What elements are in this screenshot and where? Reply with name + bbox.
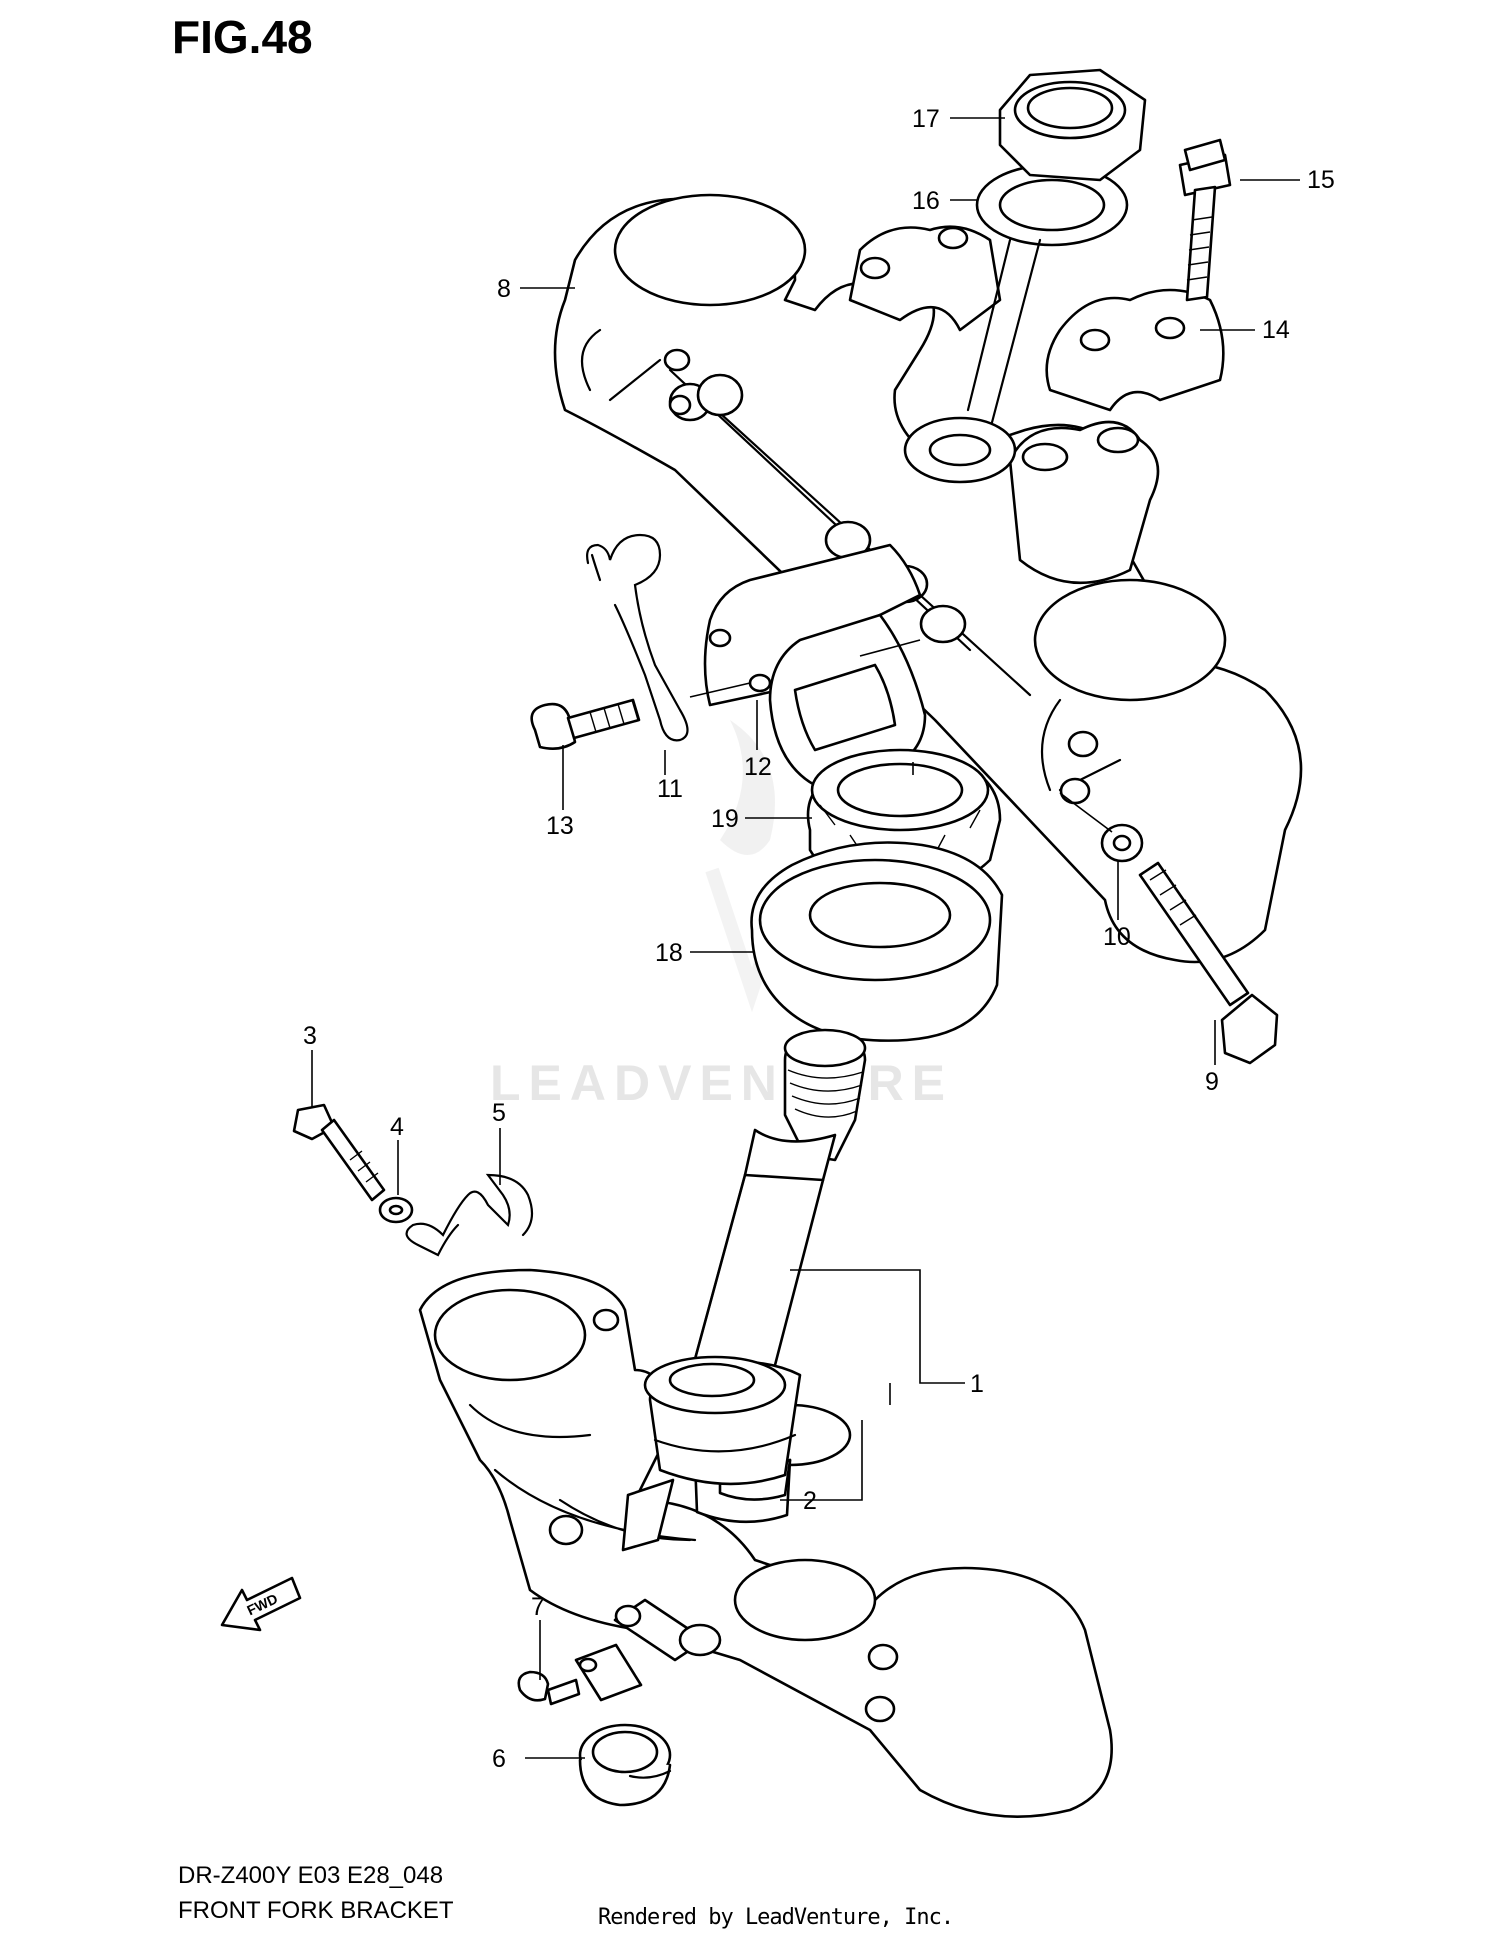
callout-3: 3	[303, 1022, 317, 1050]
cable-guide	[578, 1723, 672, 1807]
washer-4	[378, 1196, 414, 1224]
callout-17: 17	[912, 105, 940, 133]
callout-1: 1	[970, 1370, 984, 1398]
handlebar-holder-upper	[1045, 288, 1225, 412]
callout-4: 4	[390, 1113, 404, 1141]
model-code: DR-Z400Y E03 E28_048	[178, 1862, 444, 1889]
callout-12: 12	[744, 753, 772, 781]
callout-6: 6	[492, 1745, 506, 1773]
callout-16: 16	[912, 187, 940, 215]
callout-13: 13	[546, 812, 574, 840]
callout-9: 9	[1205, 1068, 1219, 1096]
forward-arrow-icon: FWD	[220, 1576, 302, 1632]
leader-lines	[311, 117, 1300, 1759]
callout-10: 10	[1103, 923, 1131, 951]
washer-16	[903, 163, 1129, 484]
wire-clip-5	[405, 1173, 534, 1257]
clamp-bolt-3	[292, 1103, 386, 1202]
diagram-description: FRONT FORK BRACKET	[178, 1897, 454, 1924]
callout-2: 2	[803, 1487, 817, 1515]
lock-clip	[586, 533, 689, 742]
steering-lock-bracket	[703, 543, 927, 792]
lock-bolt	[530, 698, 641, 750]
washer-10	[1100, 823, 1144, 863]
stem-bearing	[643, 1355, 802, 1486]
pinch-bolt-9	[1138, 861, 1279, 1065]
figure-title: FIG.48	[172, 11, 313, 63]
handlebar-holder-bolt	[1178, 138, 1232, 302]
upper-fork-bracket	[553, 193, 1303, 964]
handlebar-holder-lower	[848, 225, 1002, 332]
callout-11: 11	[657, 775, 683, 803]
callout-19: 19	[711, 805, 739, 833]
callout-18: 18	[655, 939, 683, 967]
callout-labels: 1 2 3 4 5 6 7 8 9 10 11 12 13 14 15 16 1…	[303, 105, 1335, 1773]
callout-5: 5	[492, 1099, 506, 1127]
steering-stem-nut	[998, 68, 1147, 182]
callout-7: 7	[531, 1593, 545, 1621]
steering-bearing	[750, 841, 1004, 1042]
callout-14: 14	[1262, 316, 1290, 344]
watermark-text: LEADVENTURE	[490, 1055, 953, 1111]
callout-15: 15	[1307, 166, 1335, 194]
render-credit: Rendered by LeadVenture, Inc.	[598, 1905, 954, 1930]
guide-bolt-7	[517, 1643, 643, 1706]
callout-8: 8	[497, 275, 511, 303]
